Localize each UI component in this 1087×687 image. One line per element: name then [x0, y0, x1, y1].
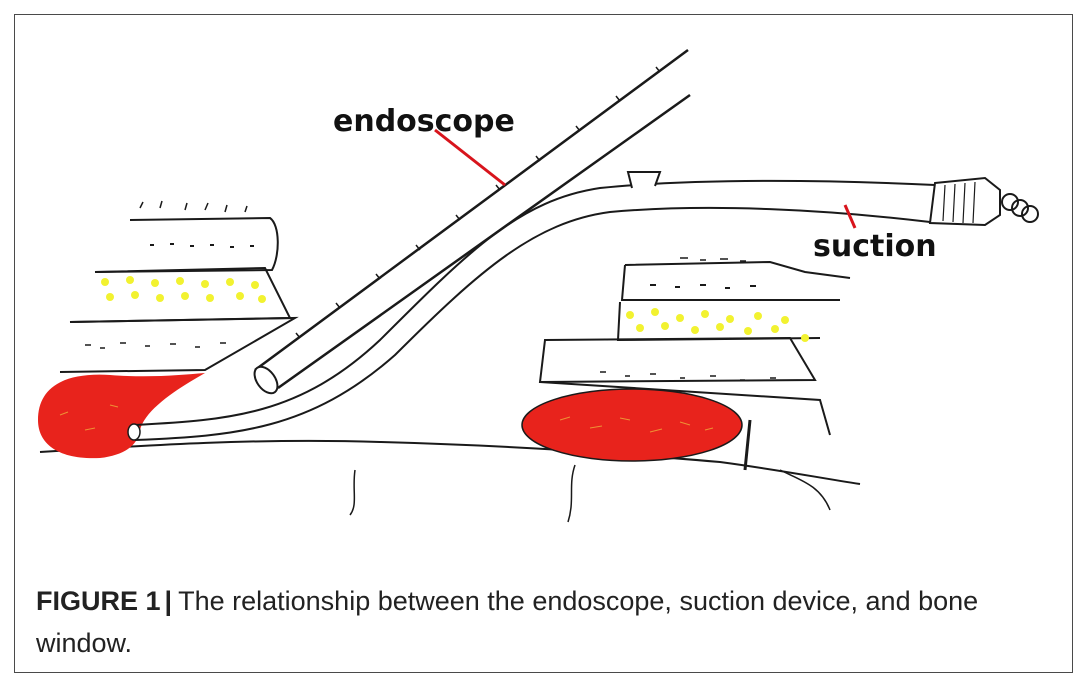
figure-caption: FIGURE 1|The relationship between the en…	[36, 580, 1036, 664]
left-fat-dots	[101, 276, 266, 303]
figure-frame	[14, 14, 1073, 673]
left-skull-layers	[59, 200, 299, 373]
hematoma-texture	[59, 404, 714, 433]
left-hematoma	[38, 373, 205, 459]
endoscope-label: endoscope	[333, 104, 515, 139]
suction-label: suction	[813, 229, 937, 264]
brain-surface-line	[39, 439, 861, 485]
caption-separator: |	[164, 586, 173, 616]
brain-sulcus-2	[567, 464, 576, 523]
endoscope-leader-line	[434, 128, 506, 187]
right-hematoma	[521, 388, 743, 462]
right-fat-dots	[626, 308, 809, 342]
suction-connector	[928, 176, 1001, 227]
caption-text: The relationship between the endoscope, …	[36, 586, 979, 658]
suction-leader-line	[843, 204, 857, 229]
brain-sulcus-1	[349, 469, 356, 516]
figure-label: FIGURE 1	[36, 586, 161, 616]
right-skull-layers	[538, 257, 851, 471]
suction-tube	[127, 171, 1039, 441]
endoscope-shaft	[253, 48, 691, 395]
brain-sulcus-3	[779, 469, 831, 511]
diagram: endoscope suction	[38, 48, 1039, 523]
